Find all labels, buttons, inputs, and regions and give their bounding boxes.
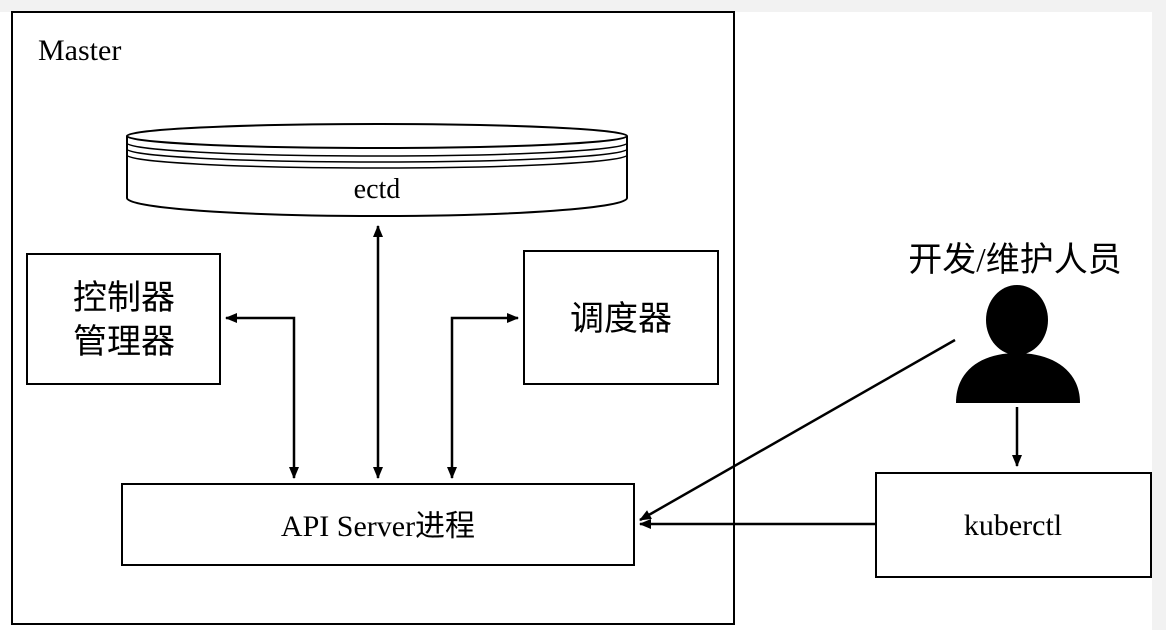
kubectl-box: kuberctl [875, 472, 1152, 578]
controller-manager-label-line2: 管理器 [73, 323, 175, 361]
page-edge-top [0, 0, 1166, 12]
api-server-box: API Server进程 [121, 483, 635, 566]
scheduler-label: 调度器 [570, 300, 672, 338]
master-label: Master [38, 34, 121, 67]
developer-label: 开发/维护人员 [908, 241, 1121, 279]
controller-manager-label-line1: 控制器 [73, 279, 175, 317]
developer-api-server-arrow [639, 338, 956, 522]
kubectl-label: kuberctl [964, 509, 1062, 542]
page-edge-right [1152, 0, 1166, 630]
controller-manager-box: 控制器 管理器 [26, 253, 221, 385]
scheduler-box: 调度器 [523, 250, 719, 385]
database-cylinder-icon [126, 123, 628, 217]
etcd-label: ectd [354, 174, 401, 205]
controller-api-server-arrow [225, 313, 299, 479]
person-icon [956, 285, 1080, 403]
etcd-database: ectd [126, 123, 628, 217]
scheduler-api-server-arrow [447, 313, 519, 479]
api-server-label: API Server进程 [281, 510, 475, 543]
